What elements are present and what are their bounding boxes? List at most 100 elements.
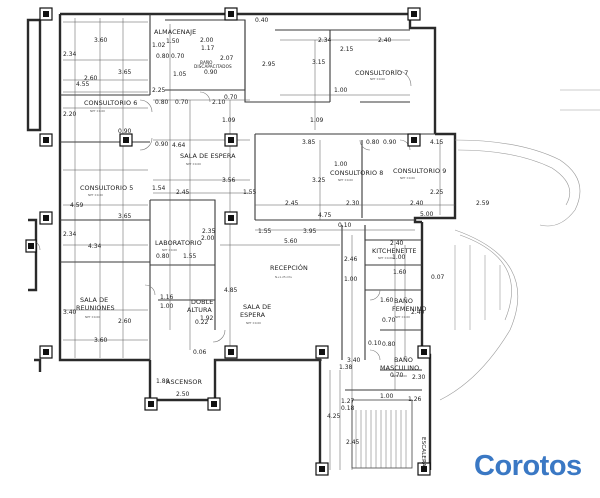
room-label: DISCAPACITADOS (194, 64, 232, 69)
dimension-label: 4.64 (172, 142, 186, 149)
room-label: MASCULINO (380, 364, 419, 372)
dimension-label: 0.07 (431, 274, 445, 281)
dimension-label: 4.59 (70, 202, 84, 209)
dimension-label: 1.00 (334, 161, 348, 168)
dimension-label: 3.85 (302, 139, 316, 146)
dimension-label: 3.60 (94, 37, 108, 44)
dimension-label: 2.30 (346, 200, 360, 207)
level-marker: NPT ±0.00 (338, 178, 353, 182)
dimension-label: 0.70 (224, 94, 238, 101)
door-swings (29, 69, 412, 361)
column (407, 7, 421, 21)
dimension-label: 1.80 (156, 378, 170, 385)
room-label: LABORATORIO (155, 239, 202, 247)
dimension-label: 1.17 (201, 45, 215, 52)
room-label: REUNIONES (76, 304, 115, 312)
dimension-label: 1.27 (341, 398, 355, 405)
dimension-label: 0.10 (338, 222, 352, 229)
dimension-label: 0.70 (175, 99, 189, 106)
room-label: DOBLE (191, 298, 213, 306)
terrace-curve (439, 89, 600, 401)
dimension-label: 1.16 (160, 294, 174, 301)
room-label: SALA DE (243, 303, 271, 311)
stairs (351, 399, 413, 469)
dimension-label: 0.80 (156, 53, 170, 60)
room-label: RECEPCIÓN (270, 263, 308, 272)
level-marker: NPT ±0.00 (85, 315, 100, 319)
column (315, 462, 329, 476)
dimension-label: 4.15 (430, 139, 444, 146)
dimension-label: 3.40 (347, 357, 361, 364)
dimension-label: 1.55 (183, 253, 197, 260)
dimension-label: 3.40 (63, 309, 77, 316)
dimension-label: 2.30 (412, 374, 426, 381)
room-label: CONSULTORIO 5 (80, 184, 133, 192)
column (315, 345, 329, 359)
column (224, 211, 238, 225)
level-marker: NPT ±0.00 (392, 374, 407, 378)
dimension-label: 2.95 (262, 61, 276, 68)
dimension-label: 2.10 (212, 99, 226, 106)
column (207, 397, 221, 411)
dimension-label: 4.55 (76, 81, 90, 88)
dimension-label: 2.40 (390, 240, 404, 247)
dimension-label: 1.60 (393, 269, 407, 276)
dimension-label: 0.80 (156, 253, 170, 260)
dimension-label: 2.59 (476, 200, 490, 207)
dimension-label: 2.07 (220, 55, 234, 62)
dimension-label: 2.40 (411, 309, 425, 316)
dimension-label: 1.00 (344, 276, 358, 283)
dimension-label: 1.09 (310, 117, 324, 124)
room-label: CONSULTORIO 6 (84, 99, 137, 107)
level-marker: NPT ±0.00 (162, 248, 177, 252)
dimension-label: 2.20 (63, 111, 77, 118)
dimension-label: 2.45 (176, 189, 190, 196)
level-marker: NPT ±0.00 (246, 321, 261, 325)
dimension-label: 2.60 (84, 75, 98, 82)
column (417, 345, 431, 359)
level-marker: NPT ±0.00 (378, 256, 393, 260)
column (224, 345, 238, 359)
dimension-label: 3.56 (222, 177, 236, 184)
dimension-label: 5.00 (420, 211, 434, 218)
dimension-label: 2.25 (152, 87, 166, 94)
dimension-label: 1.54 (152, 185, 166, 192)
column (119, 133, 133, 147)
dimension-label: 2.00 (200, 37, 214, 44)
dimension-label: 1.00 (380, 393, 394, 400)
room-label: ESPERA (240, 311, 266, 319)
dimension-label: 0.80 (382, 341, 396, 348)
level-marker: NPT ±0.00 (395, 315, 410, 319)
dimension-label: 1.00 (160, 303, 174, 310)
dimension-label: 0.80 (366, 139, 380, 146)
room-label: CONSULTORIO 9 (393, 167, 446, 175)
dimension-label: 2.45 (346, 439, 360, 446)
column (39, 211, 53, 225)
dimension-label: 2.46 (344, 256, 358, 263)
dimension-label: 2.25 (430, 189, 444, 196)
dimension-label: 2.60 (118, 318, 132, 325)
dimension-label: 0.22 (195, 319, 209, 326)
level-marker: NPT ±0.00 (186, 162, 201, 166)
room-label: FEMENINO (392, 305, 427, 313)
room-label: ALTURA (187, 306, 212, 314)
dimension-label: 0.70 (382, 317, 396, 324)
dimension-label: 4.34 (88, 243, 102, 250)
dimension-label: 0.18 (341, 405, 355, 412)
dimension-label: 0.40 (255, 17, 269, 24)
room-label: ALMACENAJE (154, 28, 196, 36)
level-marker: NPT ±0.00 (88, 193, 103, 197)
column (224, 7, 238, 21)
dimension-label: 4.85 (224, 287, 238, 294)
dimension-label: 2.34 (63, 231, 77, 238)
room-label: SALA DE ESPERA (180, 152, 236, 160)
dimension-label: 3.25 (312, 177, 326, 184)
room-label: ESCALERA (420, 437, 426, 467)
dimension-label: 0.70 (171, 53, 185, 60)
dimension-label: 2.34 (318, 37, 332, 44)
column (39, 133, 53, 147)
dimension-label: 1.60 (380, 297, 394, 304)
dimension-label: 1.02 (152, 42, 166, 49)
level-marker: N+1.25 mts (275, 275, 292, 279)
